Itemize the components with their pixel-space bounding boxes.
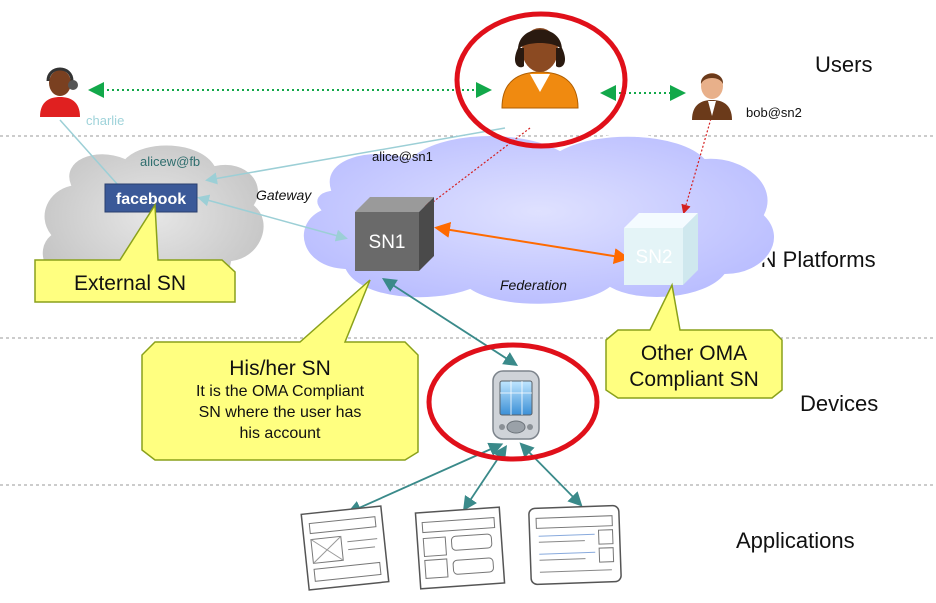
layer-label-devices: Devices	[800, 391, 878, 416]
callout-his-her-line1: It is the OMA Compliant	[196, 383, 365, 400]
connection-arrows	[59, 82, 713, 515]
link-alice-facebook	[205, 127, 506, 185]
link-charlie-facebook	[59, 119, 119, 186]
gateway-label: Gateway	[256, 187, 312, 203]
callout-his-her-sn: His/her SN It is the OMA Compliant SN wh…	[141, 279, 419, 461]
app-sketch-icon-2	[414, 506, 506, 590]
facebook-logo-text: facebook	[116, 191, 186, 208]
person-icon	[501, 28, 579, 109]
callout-other-line2: Compliant SN	[629, 368, 759, 391]
sn1-label: SN1	[369, 232, 406, 253]
app-sketch-icon-3	[528, 504, 622, 586]
facebook-logo: facebook	[104, 183, 198, 213]
callout-external-text: External SN	[74, 272, 186, 295]
cube-icon-sn1: SN1	[355, 197, 434, 271]
user-label-alice-fb: alicew@fb	[140, 154, 200, 169]
user-label-bob: bob@sn2	[746, 105, 802, 120]
app-sketch-icon-1	[300, 505, 390, 591]
link-gateway	[197, 194, 348, 242]
link-bob-sn2	[681, 114, 713, 215]
person-icon-bob	[692, 73, 732, 120]
sn2-label: SN2	[636, 247, 673, 268]
link-device-app3	[519, 442, 583, 507]
callout-external-sn: External SN	[34, 202, 236, 303]
layer-label-users: Users	[815, 52, 872, 77]
cube-icon-sn2: SN2	[624, 213, 698, 285]
federation-label: Federation	[500, 277, 567, 293]
callout-his-her-title: His/her SN	[229, 357, 331, 380]
link-federation	[434, 221, 630, 265]
user-label-alice-sn1: alice@sn1	[372, 149, 433, 164]
callout-other-line1: Other OMA	[641, 342, 747, 365]
callout-his-her-line3: his account	[240, 425, 321, 442]
person-icon-charlie	[40, 67, 80, 117]
user-label-charlie: charlie	[86, 113, 124, 128]
link-sn1-device	[381, 278, 519, 366]
phone-icon	[492, 370, 540, 440]
layer-label-applications: Applications	[736, 528, 855, 553]
highlight-ring-user	[454, 11, 628, 149]
callout-other-oma-sn: Other OMA Compliant SN	[605, 282, 783, 399]
callout-his-her-line2: SN where the user has	[199, 404, 362, 421]
highlight-ring-device	[426, 342, 600, 462]
